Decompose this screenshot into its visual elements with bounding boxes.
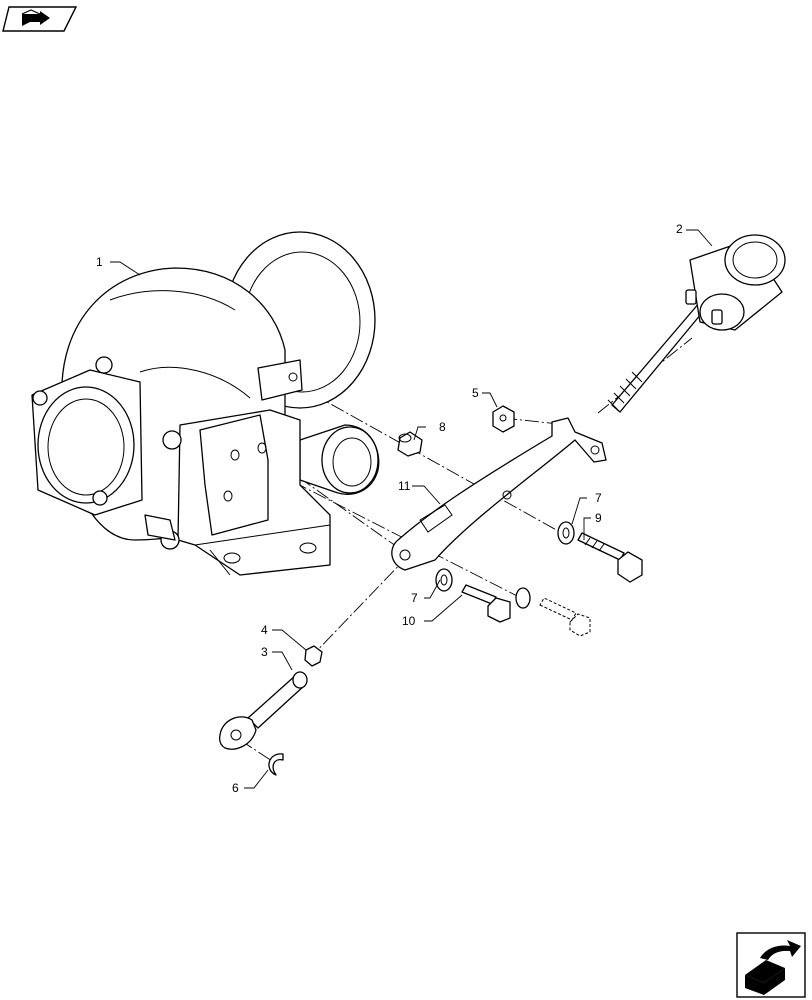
next-page-arrow-icon[interactable]: [736, 932, 806, 998]
turbocharger: [31, 231, 380, 576]
nut-small: [304, 645, 323, 667]
callout-4: 4: [261, 623, 268, 637]
wastegate-actuator: [607, 234, 786, 413]
callout-8: 8: [439, 420, 446, 434]
callout-6: 6: [232, 781, 239, 795]
spacer: [397, 431, 423, 457]
callout-7-lower: 7: [411, 591, 418, 605]
bolt-lower: [461, 584, 511, 623]
callout-labels: 1 2 3 4 5 6 7 7 8 9 10 11: [96, 222, 683, 795]
bracket-arm: [391, 417, 607, 571]
callout-2: 2: [676, 222, 683, 236]
callout-7-upper: 7: [595, 491, 602, 505]
bolt-upper: [577, 532, 643, 583]
nut: [492, 405, 515, 433]
book-arrow-icon[interactable]: [2, 6, 78, 32]
washer-lower: [435, 568, 453, 592]
retaining-clip: [268, 753, 284, 776]
washer-upper: [557, 521, 575, 545]
callout-10: 10: [402, 614, 416, 628]
callout-11: 11: [398, 479, 411, 493]
rod-end: [219, 671, 308, 750]
reference-bolt: [539, 597, 591, 637]
callout-1: 1: [96, 255, 103, 269]
callout-5: 5: [472, 386, 479, 400]
callout-3: 3: [261, 645, 268, 659]
leader-lines: [110, 229, 713, 789]
callout-9: 9: [595, 511, 602, 525]
lock-washer: [515, 587, 531, 609]
